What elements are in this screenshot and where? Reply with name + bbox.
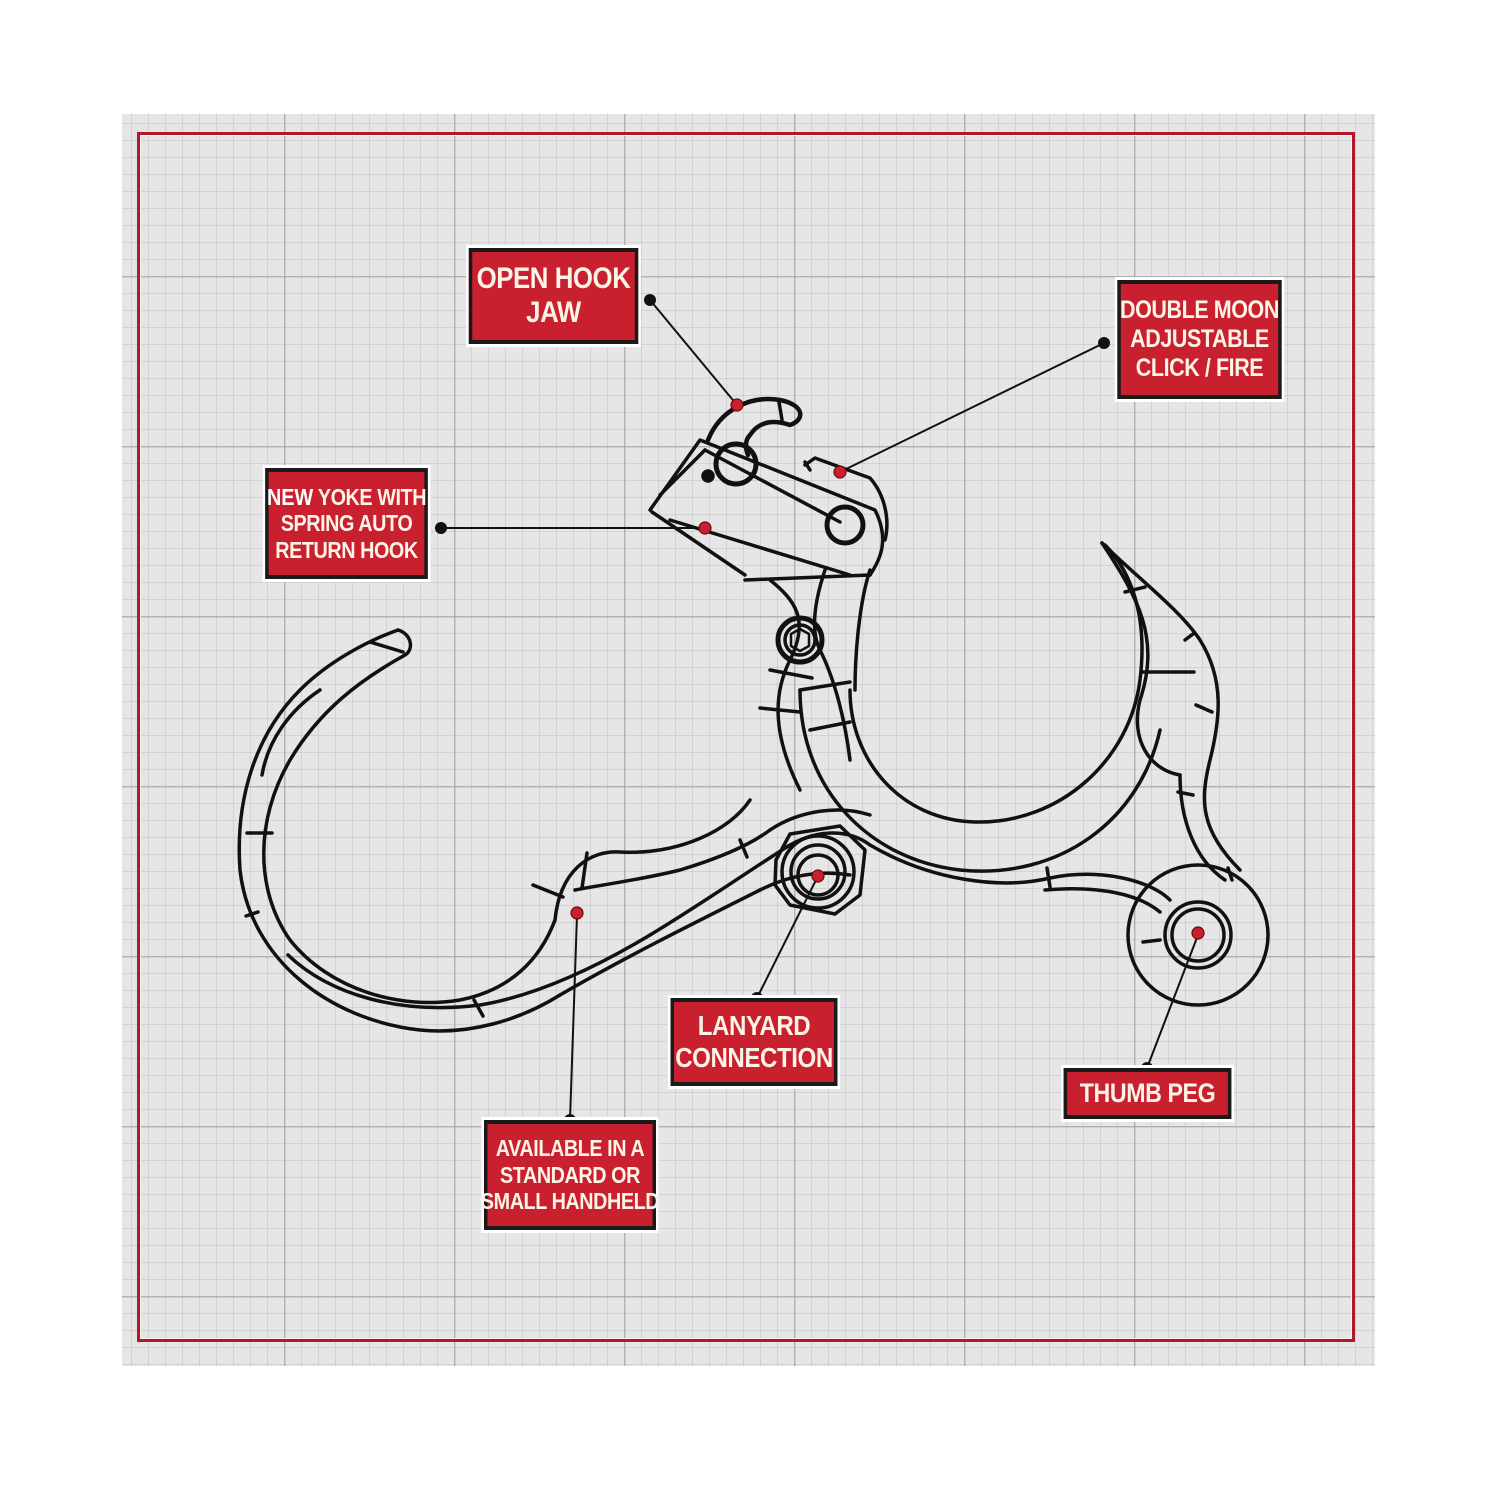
callout-line-text: YOKE WITH: [313, 483, 427, 510]
callout-line: DOUBLE MOON: [1120, 296, 1279, 325]
callout-line: CONNECTION: [675, 1042, 833, 1073]
callout-line: NEW YOKE WITH: [266, 483, 427, 510]
hex-bolt: [775, 615, 825, 665]
yoke-head: [648, 396, 889, 577]
callout-line: CLICK / FIRE: [1135, 353, 1264, 382]
callout-line: SPRING AUTO: [280, 510, 413, 537]
lanyard-nut: [773, 824, 867, 916]
thumb-peg-ring: [1043, 863, 1270, 1007]
stem: [743, 568, 872, 792]
callout-line: JAW: [526, 296, 581, 329]
feature-marker-dots: [570, 398, 1205, 940]
callout-double-moon-click-fire: DOUBLE MOON ADJUSTABLE CLICK / FIRE: [1117, 280, 1282, 399]
callout-line: LANYARD: [697, 1009, 811, 1041]
callout-line: ADJUSTABLE: [1130, 325, 1269, 354]
leader-lines: [441, 299, 1199, 1121]
left-finger-hook: [237, 628, 652, 1033]
new-emphasis-label: NEW: [266, 483, 314, 510]
drawing-frame-border: [137, 132, 1355, 1342]
callout-thumb-peg: THUMB PEG: [1063, 1068, 1232, 1119]
callout-new-yoke: NEW YOKE WITH SPRING AUTO RETURN HOOK: [265, 468, 428, 579]
callout-line: SMALL HANDHELD: [480, 1188, 660, 1215]
callout-line: THUMB PEG: [1079, 1077, 1216, 1108]
right-spur: [1100, 541, 1242, 882]
callout-line: AVAILABLE IN A: [495, 1135, 645, 1162]
handle-body: [531, 798, 872, 997]
callout-line: OPEN HOOK: [476, 261, 631, 295]
callout-open-hook-jaw: OPEN HOOK JAW: [468, 248, 639, 344]
callout-line: STANDARD OR: [500, 1161, 640, 1188]
callout-line: RETURN HOOK: [275, 536, 418, 563]
callout-handheld-size: AVAILABLE IN A STANDARD OR SMALL HANDHEL…: [480, 1120, 660, 1230]
callout-lanyard-connection: LANYARD CONNECTION: [670, 998, 838, 1086]
